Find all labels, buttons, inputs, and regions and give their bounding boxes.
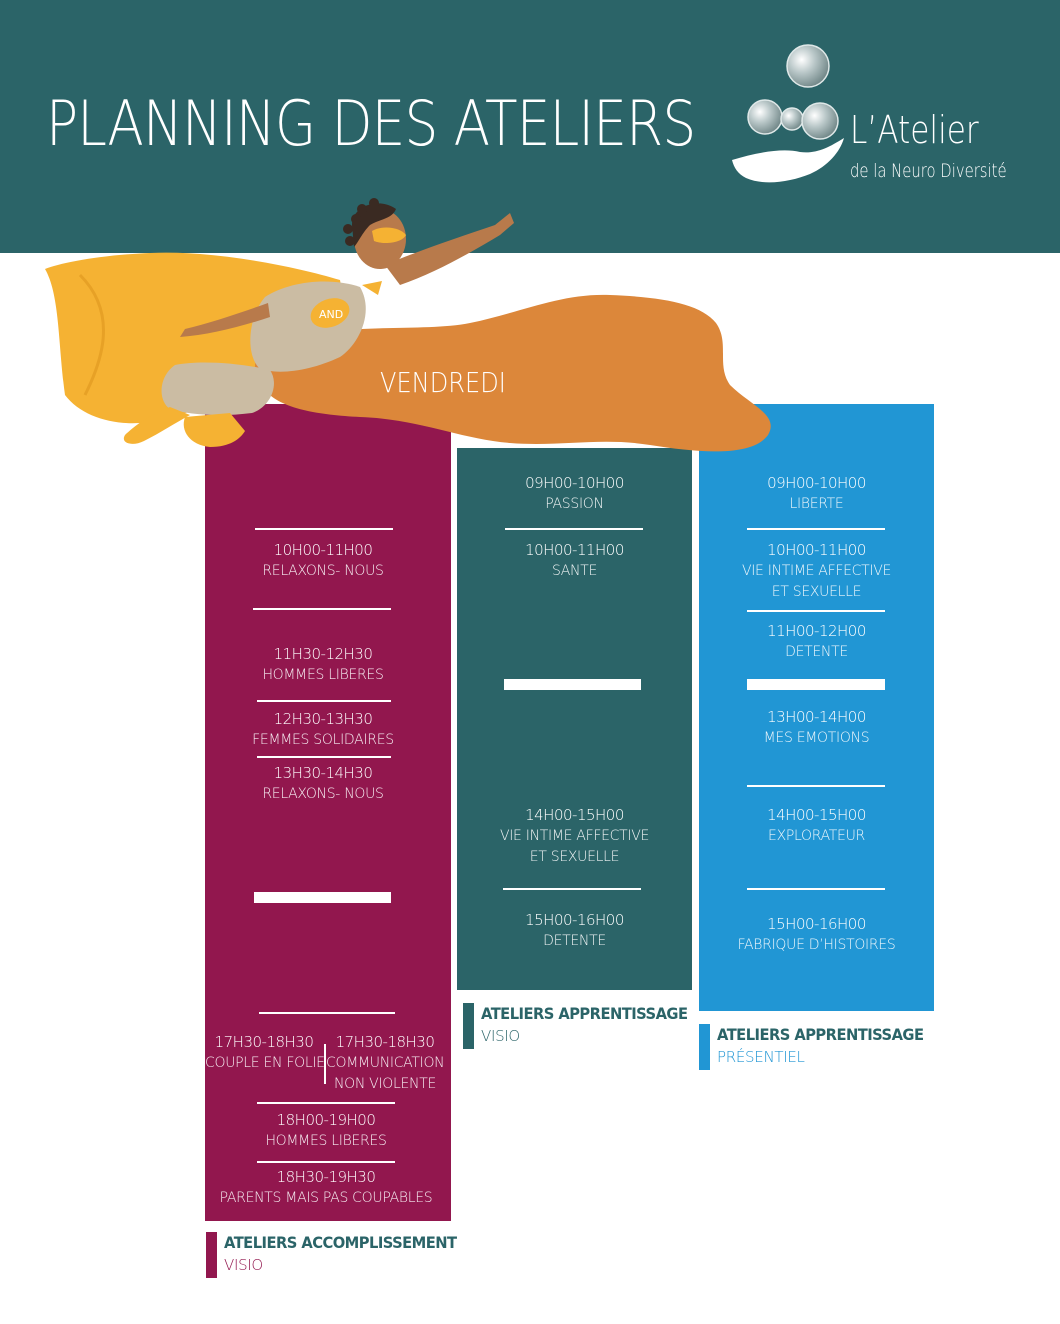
slot-apprentissage-presentiel: 14H00-15H00 EXPLORATEUR (699, 805, 934, 847)
legend-apprentissage-presentiel: ATELIERS APPRENTISSAGE PRÉSENTIEL (699, 1024, 929, 1072)
slot-apprentissage-presentiel: 15H00-16H00 FABRIQUE D’HISTOIRES (699, 914, 934, 956)
slot-name-line2: NON VIOLENTE (333, 1076, 437, 1092)
slot-name: COMMUNICATION (326, 1055, 445, 1071)
separator-line (259, 1012, 395, 1014)
hero-badge-text: AND (319, 308, 343, 321)
slot-divider (324, 1044, 326, 1084)
slot-time: 17H30-18H30 (214, 1033, 314, 1051)
slot-name: PARENTS MAIS PAS COUPABLES (219, 1190, 433, 1206)
day-label: VENDREDI (380, 366, 506, 399)
slot-accomplissement: 12H30-13H30 FEMMES SOLIDAIRES (205, 709, 441, 751)
slot-time: 12H30-13H30 (273, 710, 373, 728)
slot-accomplissement: 10H00-11H00 RELAXONS- NOUS (205, 540, 441, 582)
slot-accomplissement: 17H30-18H30 COMMUNICATION NON VIOLENTE (326, 1032, 445, 1095)
slot-name: EXPLORATEUR (768, 828, 865, 844)
slot-time: 17H30-18H30 (335, 1033, 435, 1051)
slot-accomplissement: 18H00-19H00 HOMMES LIBERES (208, 1110, 444, 1152)
slot-apprentissage-presentiel: 13H00-14H00 MES EMOTIONS (699, 707, 934, 749)
legend-color-mark (463, 1003, 474, 1049)
slot-accomplissement: 18H30-19H30 PARENTS MAIS PAS COUPABLES (208, 1167, 444, 1209)
slot-time: 18H30-19H30 (276, 1168, 376, 1186)
slot-time: 09H00-10H00 (525, 474, 624, 492)
slot-time: 14H00-15H00 (525, 806, 624, 824)
separator-line (257, 700, 391, 702)
slot-apprentissage-presentiel: 09H00-10H00 LIBERTE (699, 473, 934, 515)
separator-line (747, 528, 885, 530)
slot-name: VIE INTIME AFFECTIVE (499, 828, 650, 844)
slot-name: SANTE (551, 563, 598, 579)
slot-name: PASSION (545, 496, 604, 512)
slot-name: DETENTE (785, 644, 848, 660)
legend-mode: VISIO (224, 1256, 263, 1274)
slot-name: MES EMOTIONS (763, 730, 870, 746)
slot-name: COUPLE EN FOLIE (205, 1055, 325, 1071)
column-accomplissement (205, 404, 451, 1221)
slot-name-line2: ET SEXUELLE (529, 849, 620, 865)
legend-title: ATELIERS APPRENTISSAGE (481, 1004, 688, 1023)
logo-bubbles-hand-icon (732, 44, 844, 183)
slot-apprentissage-visio: 14H00-15H00 VIE INTIME AFFECTIVE ET SEXU… (457, 805, 692, 868)
legend-apprentissage-visio: ATELIERS APPRENTISSAGE VISIO (463, 1003, 693, 1051)
slot-time: 10H00-11H00 (767, 541, 866, 559)
slot-name: RELAXONS- NOUS (262, 563, 384, 579)
separator-line (747, 785, 885, 787)
slot-name: HOMMES LIBERES (262, 667, 384, 683)
legend-mode: PRÉSENTIEL (717, 1048, 805, 1066)
separator-line (253, 608, 391, 610)
slot-name: VIE INTIME AFFECTIVE (741, 563, 892, 579)
logo-subtitle: de la Neuro Diversité (850, 160, 1007, 182)
slot-time: 11H00-12H00 (767, 622, 866, 640)
legend-title: ATELIERS ACCOMPLISSEMENT (224, 1233, 457, 1252)
legend-mode: VISIO (481, 1027, 520, 1045)
separator-line (257, 1102, 395, 1104)
separator-line (503, 888, 641, 890)
legend-accomplissement: ATELIERS ACCOMPLISSEMENT VISIO (206, 1232, 457, 1280)
separator-line (747, 888, 885, 890)
page-title: PLANNING DES ATELIERS (46, 87, 696, 160)
column-apprentissage-presentiel (699, 404, 934, 1011)
slot-time: 14H00-15H00 (767, 806, 866, 824)
column-apprentissage-visio (457, 448, 692, 990)
slot-time: 10H00-11H00 (525, 541, 624, 559)
slot-time: 13H30-14H30 (273, 764, 373, 782)
break-bar (254, 892, 391, 903)
slot-time: 13H00-14H00 (767, 708, 866, 726)
slot-name-line2: ET SEXUELLE (771, 584, 862, 600)
legend-color-mark (206, 1232, 217, 1278)
header-banner (0, 0, 1060, 253)
separator-line (505, 528, 643, 530)
slot-apprentissage-presentiel: 10H00-11H00 VIE INTIME AFFECTIVE ET SEXU… (699, 540, 934, 603)
slot-name: RELAXONS- NOUS (262, 786, 384, 802)
flying-superhero-illustration: AND (45, 198, 771, 452)
slot-accomplissement: 17H30-18H30 COUPLE EN FOLIE (205, 1032, 325, 1074)
legend-color-mark (699, 1024, 710, 1070)
slot-time: 11H30-12H30 (273, 645, 373, 663)
break-bar (504, 679, 641, 690)
slot-time: 10H00-11H00 (273, 541, 373, 559)
slot-time: 15H00-16H00 (767, 915, 866, 933)
slot-name: FEMMES SOLIDAIRES (252, 732, 394, 748)
separator-line (747, 610, 885, 612)
separator-line (257, 1161, 395, 1163)
slot-time: 09H00-10H00 (767, 474, 866, 492)
slot-name: DETENTE (543, 933, 606, 949)
separator-line (257, 756, 391, 758)
slot-apprentissage-visio: 10H00-11H00 SANTE (457, 540, 692, 582)
slot-apprentissage-visio: 15H00-16H00 DETENTE (457, 910, 692, 952)
slot-name: HOMMES LIBERES (265, 1133, 387, 1149)
slot-name: FABRIQUE D’HISTOIRES (737, 937, 896, 953)
slot-time: 15H00-16H00 (525, 911, 624, 929)
legend-title: ATELIERS APPRENTISSAGE (717, 1025, 924, 1044)
logo-title: L’Atelier (850, 108, 979, 152)
separator-line (255, 528, 393, 530)
slot-accomplissement: 11H30-12H30 HOMMES LIBERES (205, 644, 441, 686)
slot-name: LIBERTE (789, 496, 844, 512)
slot-time: 18H00-19H00 (276, 1111, 376, 1129)
break-bar (747, 679, 885, 690)
slot-accomplissement: 13H30-14H30 RELAXONS- NOUS (205, 763, 441, 805)
slot-apprentissage-presentiel: 11H00-12H00 DETENTE (699, 621, 934, 663)
slot-apprentissage-visio: 09H00-10H00 PASSION (457, 473, 692, 515)
